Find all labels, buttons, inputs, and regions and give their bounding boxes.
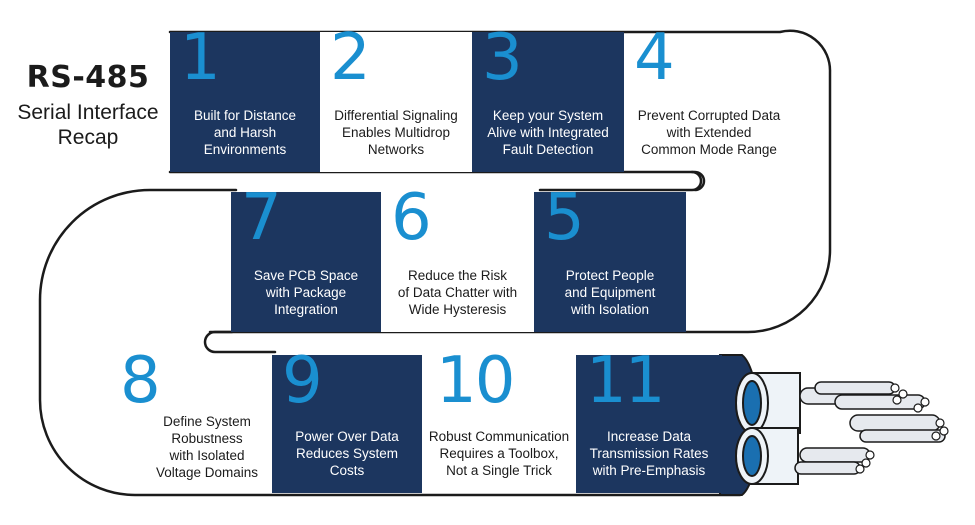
step-number-11: 11 xyxy=(586,344,665,418)
step-number-6: 6 xyxy=(391,181,432,255)
conductor-strands-7 xyxy=(794,461,861,475)
step-number-8: 8 xyxy=(120,344,161,418)
page-subtitle-line-2: Recap xyxy=(57,126,119,149)
cable-left-loop-outer xyxy=(38,188,742,497)
step-number-10: 10 xyxy=(436,344,515,418)
cable-top-band-outline xyxy=(168,29,832,334)
conductor-strands-6 xyxy=(799,447,871,463)
step-number-3: 3 xyxy=(482,21,523,95)
step-number-9: 9 xyxy=(282,344,323,418)
step-number-7: 7 xyxy=(241,181,282,255)
conductor-strands-5 xyxy=(859,429,946,443)
step-number-5: 5 xyxy=(544,181,585,255)
conductor-strands-3 xyxy=(834,394,926,410)
page-subtitle-line-1: Serial Interface xyxy=(17,101,159,124)
cable-left-loop-inner xyxy=(203,330,277,354)
page-title: RS-485 xyxy=(26,60,150,95)
conductor-strands-2 xyxy=(814,381,896,395)
step-number-2: 2 xyxy=(330,21,371,95)
step-number-4: 4 xyxy=(634,21,675,95)
step-number-1: 1 xyxy=(180,21,221,95)
conductor-strands-4 xyxy=(849,414,941,432)
cable-top-connector xyxy=(168,170,706,192)
